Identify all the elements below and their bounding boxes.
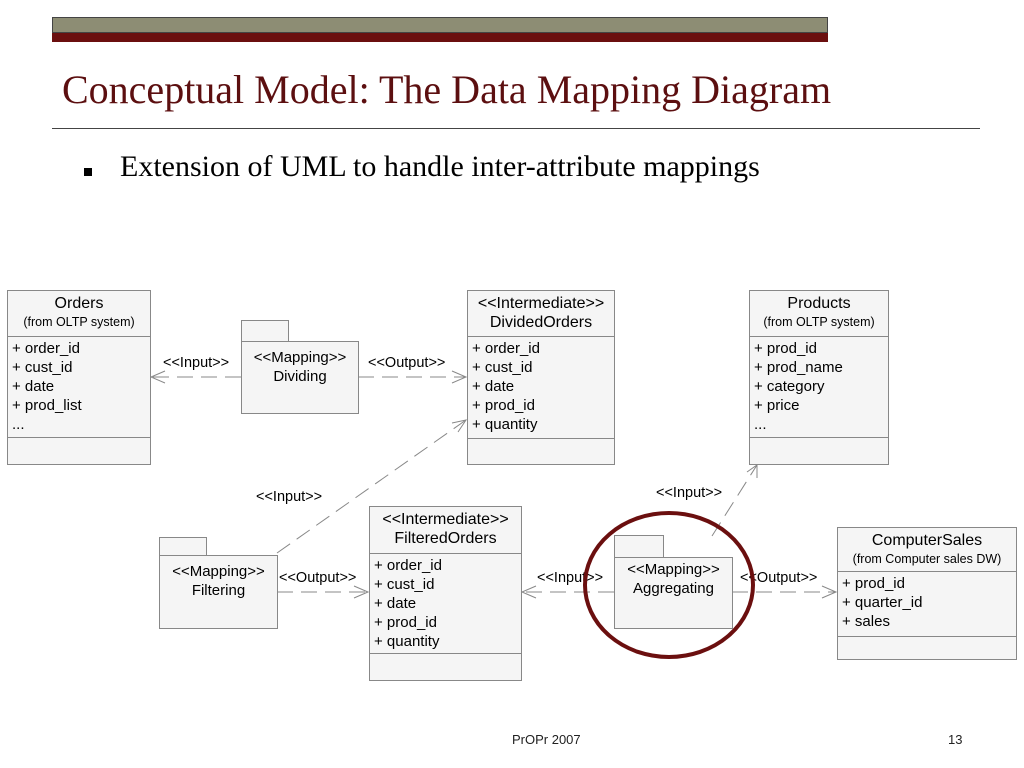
- page-number: 13: [948, 732, 963, 747]
- highlight-circle: [583, 511, 755, 659]
- attribute: + order_id: [374, 557, 442, 574]
- attribute: ...: [754, 416, 767, 433]
- mapping-aggregating[interactable]: <<Mapping>> Aggregating: [614, 535, 733, 629]
- output-label: <<Output>>: [279, 570, 357, 586]
- attribute: + order_id: [12, 340, 80, 357]
- attribute: + date: [374, 595, 417, 612]
- attribute: + quantity: [472, 416, 538, 433]
- mapping-stereotype: <<Mapping>>: [253, 349, 347, 366]
- attribute: + date: [12, 378, 55, 395]
- attribute: + price: [754, 397, 800, 414]
- attribute: + cust_id: [472, 359, 533, 376]
- footer-text: PrOPr 2007: [512, 732, 581, 747]
- class-stereotype: <<Intermediate>>: [382, 511, 509, 528]
- arrowhead: [149, 370, 166, 384]
- attribute: + prod_id: [472, 397, 535, 414]
- input-label: <<Input>>: [256, 489, 323, 505]
- mapping-stereotype: <<Mapping>>: [627, 561, 720, 578]
- attribute: + prod_id: [842, 575, 905, 592]
- mapping-filtering[interactable]: <<Mapping>> Filtering: [159, 537, 278, 629]
- class-source: (from OLTP system): [763, 315, 875, 329]
- class-computer-sales[interactable]: ComputerSales (from Computer sales DW) +…: [837, 527, 1017, 660]
- attribute: + quarter_id: [842, 594, 923, 611]
- class-filtered-orders[interactable]: <<Intermediate>> FilteredOrders + order_…: [369, 506, 522, 681]
- class-divided-orders[interactable]: <<Intermediate>> DividedOrders + order_i…: [467, 290, 615, 465]
- mapping-name: Dividing: [273, 368, 327, 385]
- class-name: FilteredOrders: [394, 530, 497, 547]
- class-orders[interactable]: Orders (from OLTP system) + order_id + c…: [7, 290, 151, 465]
- class-stereotype: <<Intermediate>>: [477, 295, 605, 312]
- input-label: <<Input>>: [656, 485, 723, 501]
- arrowhead: [451, 370, 468, 384]
- attribute: + order_id: [472, 340, 540, 357]
- arrowhead: [353, 585, 370, 599]
- arrowhead: [746, 464, 758, 478]
- aggregating-to-products: [711, 464, 758, 537]
- filtering-to-divided: [276, 419, 467, 554]
- mapping-dividing[interactable]: <<Mapping>> Dividing: [241, 320, 359, 414]
- attribute: + prod_id: [754, 340, 817, 357]
- mapping-name: Filtering: [191, 582, 246, 599]
- output-label: <<Output>>: [368, 355, 446, 371]
- class-source: (from OLTP system): [23, 315, 135, 329]
- class-name: DividedOrders: [489, 314, 593, 331]
- attribute: ...: [12, 416, 25, 433]
- output-label: <<Output>>: [740, 570, 818, 586]
- class-name: ComputerSales: [871, 532, 983, 549]
- input-label: <<Input>>: [163, 355, 230, 371]
- class-source: (from Computer sales DW): [852, 552, 1002, 566]
- arrowhead: [821, 585, 838, 599]
- class-name: Products: [787, 295, 851, 312]
- arrowhead: [451, 419, 468, 433]
- attribute: + quantity: [374, 633, 440, 650]
- mapping-stereotype: <<Mapping>>: [172, 563, 265, 580]
- attribute: + prod_name: [754, 359, 843, 376]
- attribute: + prod_list: [12, 397, 82, 414]
- class-name: Orders: [54, 295, 104, 312]
- mapping-name: Aggregating: [633, 580, 714, 597]
- attribute: + cust_id: [12, 359, 73, 376]
- arrowhead: [520, 585, 537, 599]
- header-bar: [52, 17, 828, 33]
- attribute: + cust_id: [374, 576, 435, 593]
- class-products[interactable]: Products (from OLTP system) + prod_id + …: [749, 290, 889, 465]
- slide-title: Conceptual Model: The Data Mapping Diagr…: [62, 67, 832, 112]
- attribute: + date: [472, 378, 515, 395]
- attribute: + prod_id: [374, 614, 437, 631]
- attribute: + category: [754, 378, 825, 395]
- header-accent-bar: [52, 33, 828, 42]
- attribute: + sales: [842, 613, 890, 630]
- title-divider: [52, 128, 980, 129]
- bullet-icon: [84, 168, 92, 176]
- bullet-text: Extension of UML to handle inter-attribu…: [120, 150, 760, 183]
